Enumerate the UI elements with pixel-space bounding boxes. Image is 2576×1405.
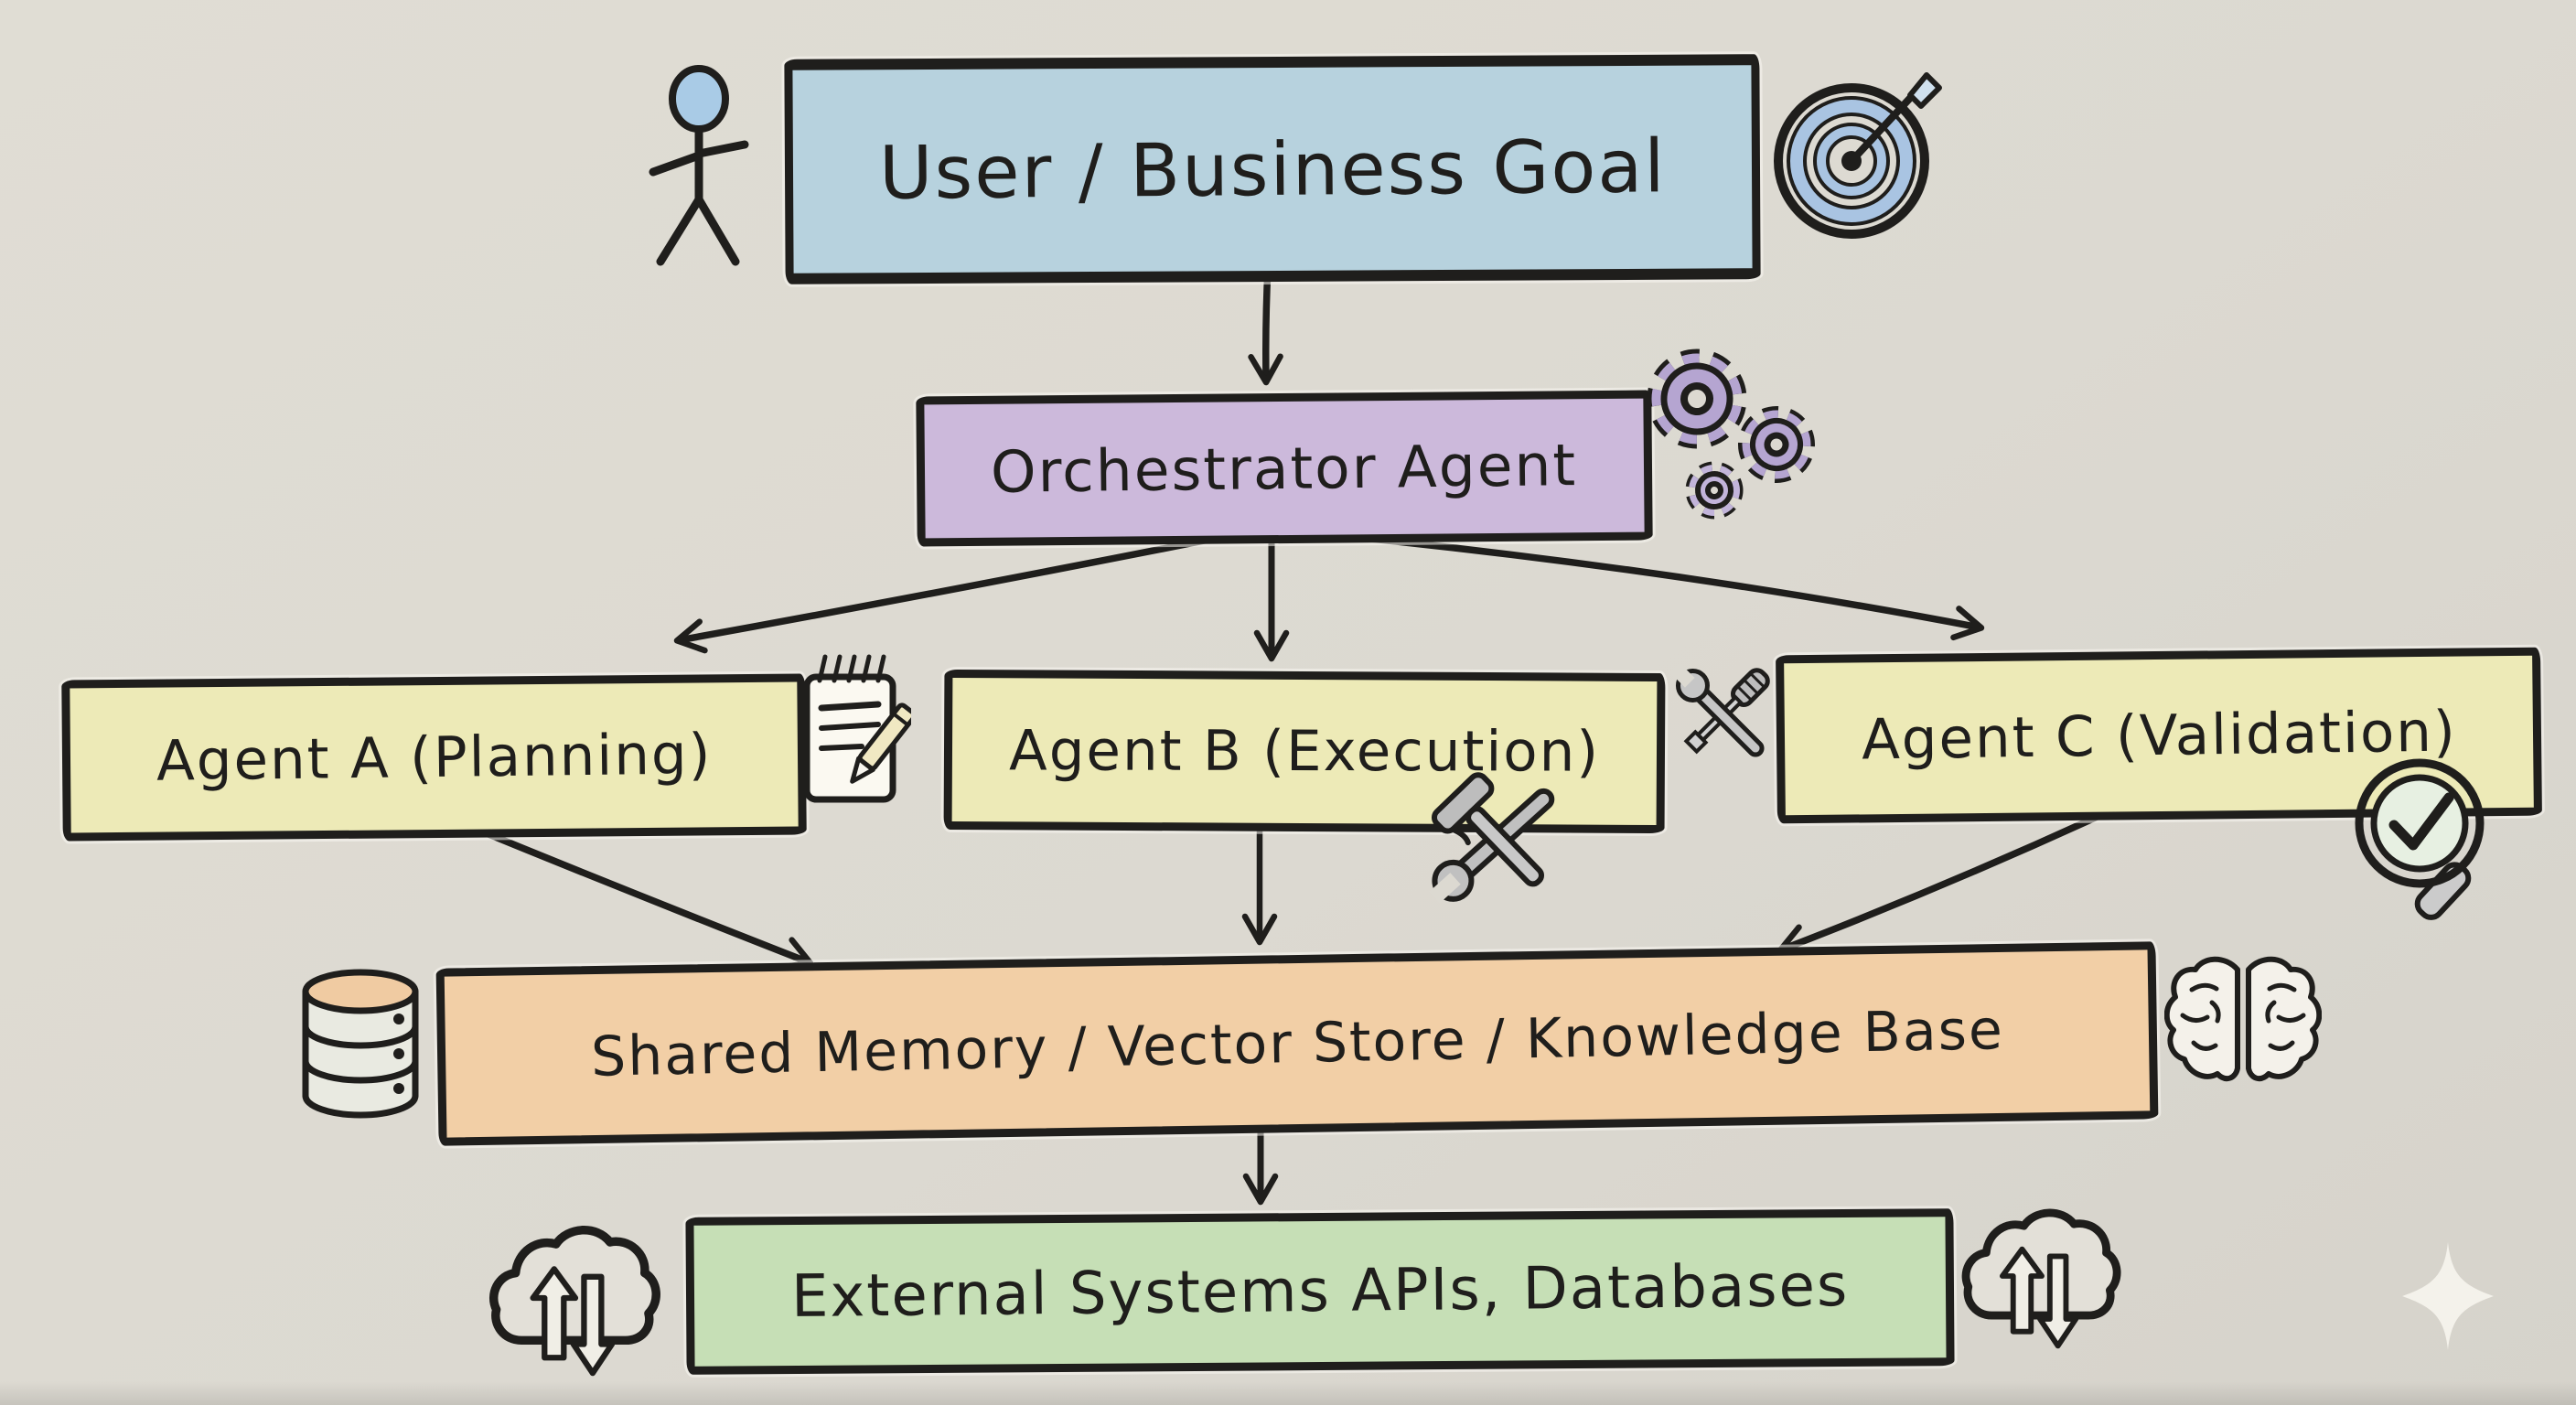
hammer-wrench-icon [1429,772,1555,904]
crossed-tools-icon [1669,662,1770,757]
user-stick-figure-icon [649,65,749,266]
node-label: Shared Memory / Vector Store / Knowledge… [590,998,2004,1089]
node-shared-memory: Shared Memory / Vector Store / Knowledge… [435,941,2159,1146]
target-goal-icon [1774,72,1942,239]
sparkle-icon [2402,1242,2494,1350]
node-label: Agent A (Planning) [156,721,713,794]
node-orchestrator-agent: Orchestrator Agent [916,390,1653,547]
brain-icon [2164,953,2322,1092]
cloud-sync-left-icon [485,1215,668,1381]
node-agent-a-planning: Agent A (Planning) [61,673,807,842]
arrow-agent-a-to-memory [465,822,814,971]
arrow-goal-to-orchestrator [1248,263,1283,386]
arrow-agent-c-to-memory [1776,805,2119,958]
arrow-orchestrator-to-agent-a [673,527,1259,654]
node-user-business-goal: User / Business Goal [784,54,1761,284]
database-cylinder-icon [302,969,419,1119]
node-external-systems: External Systems APIs, Databases [685,1208,1955,1375]
magnifier-check-icon [2355,758,2485,920]
notepad-pencil-icon [803,654,911,803]
cloud-sync-right-icon [1958,1198,2128,1354]
node-label: External Systems APIs, Databases [790,1251,1850,1332]
arrow-orchestrator-to-agent-c [1284,527,1985,641]
node-label: User / Business Goal [878,123,1667,216]
node-label: Orchestrator Agent [991,431,1578,506]
gears-icon [1647,349,1815,520]
